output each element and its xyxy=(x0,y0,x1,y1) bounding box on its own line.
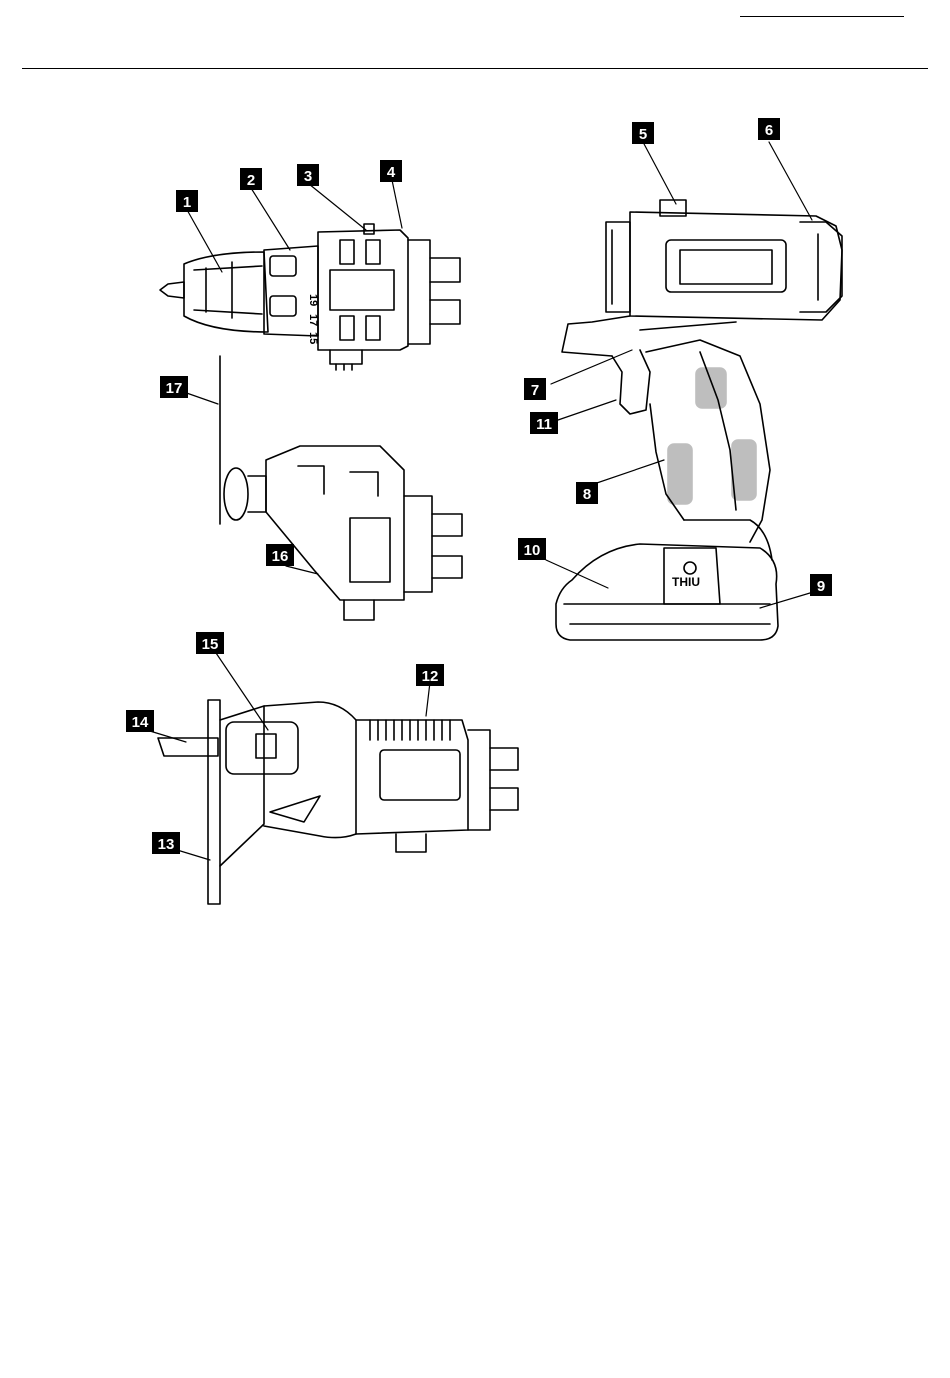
callout-17: 17 xyxy=(160,376,188,398)
callout-2-label: 2 xyxy=(247,172,255,189)
callout-10-label: 10 xyxy=(524,542,541,559)
callout-14: 14 xyxy=(126,710,154,732)
callout-4: 4 xyxy=(380,160,402,182)
callout-7-label: 7 xyxy=(531,382,539,399)
callout-12-label: 12 xyxy=(422,668,439,685)
callout-5-label: 5 xyxy=(639,126,647,143)
angle-attachment xyxy=(220,356,462,620)
callout-14-label: 14 xyxy=(132,714,149,731)
callout-3: 3 xyxy=(297,164,319,186)
callout-11: 11 xyxy=(530,412,558,434)
callout-13: 13 xyxy=(152,832,180,854)
callout-13-label: 13 xyxy=(158,836,175,853)
callout-6-label: 6 xyxy=(765,122,773,139)
callout-8-label: 8 xyxy=(583,486,591,503)
callout-17-label: 17 xyxy=(166,380,183,397)
drill-body: THIU xyxy=(556,200,842,640)
callout-9-label: 9 xyxy=(817,578,825,595)
callout-3-label: 3 xyxy=(304,168,312,185)
callout-10: 10 xyxy=(518,538,546,560)
callout-5: 5 xyxy=(632,122,654,144)
battery-brand-label: THIU xyxy=(672,575,700,589)
callout-12: 12 xyxy=(416,664,444,686)
callout-11-label: 11 xyxy=(536,416,552,433)
callout-8: 8 xyxy=(576,482,598,504)
drill-head-attachment: 19 17 15 xyxy=(160,224,460,370)
callout-15: 15 xyxy=(196,632,224,654)
callout-16-label: 16 xyxy=(272,548,289,565)
callout-2: 2 xyxy=(240,168,262,190)
callout-1: 1 xyxy=(176,190,198,212)
callout-6: 6 xyxy=(758,118,780,140)
callout-9: 9 xyxy=(810,574,832,596)
jigsaw-attachment xyxy=(158,700,518,904)
callout-16: 16 xyxy=(266,544,294,566)
callout-7: 7 xyxy=(524,378,546,400)
callout-15-label: 15 xyxy=(202,636,219,653)
callout-1-label: 1 xyxy=(183,194,191,211)
callout-4-label: 4 xyxy=(387,164,396,181)
